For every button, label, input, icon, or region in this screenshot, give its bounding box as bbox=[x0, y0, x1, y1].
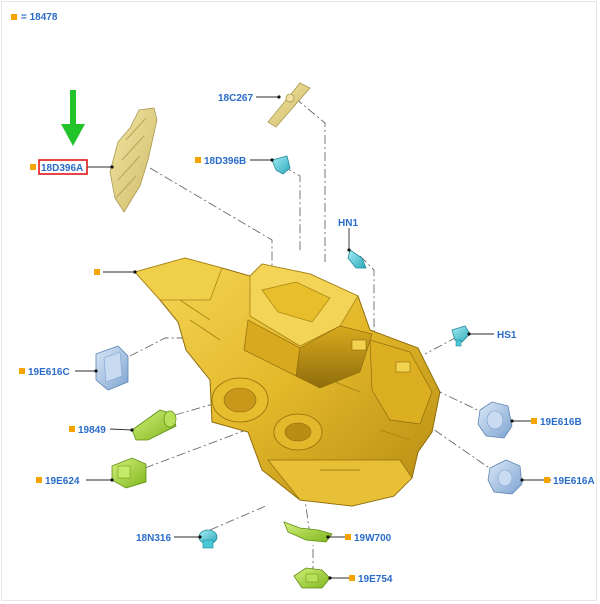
part-hn1-connector[interactable] bbox=[347, 249, 367, 269]
callout-label-19w700: 19W700 bbox=[354, 533, 392, 544]
callout-label-19e616c: 19E616C bbox=[28, 367, 70, 378]
callout-bullet bbox=[19, 368, 25, 374]
callout-bullet bbox=[36, 477, 42, 483]
part-19849-sensor[interactable] bbox=[131, 409, 177, 441]
callout-bullet bbox=[544, 477, 550, 483]
callout-19w700[interactable]: 19W700 bbox=[345, 533, 392, 544]
part-19e616c-actuator[interactable] bbox=[95, 345, 129, 391]
callout-label-18d396b: 18D396B bbox=[204, 156, 246, 167]
callout-bullet bbox=[531, 418, 537, 424]
legend: = 18478 bbox=[11, 12, 58, 23]
part-18n316-drain-plug[interactable] bbox=[198, 529, 218, 549]
callout-label-19e616a: 19E616A bbox=[553, 476, 595, 487]
part-19e624-connector[interactable] bbox=[111, 457, 147, 489]
callout-18d396b[interactable]: 18D396B bbox=[195, 156, 246, 167]
callout-18c267[interactable]: 18C267 bbox=[218, 93, 253, 104]
highlight-box bbox=[38, 159, 88, 175]
callout-bullet bbox=[30, 164, 36, 170]
part-19w700-bracket[interactable] bbox=[283, 521, 333, 543]
legend-bullet bbox=[11, 14, 17, 20]
callout-19e616a[interactable]: 19E616A bbox=[544, 476, 595, 487]
callout-bullet bbox=[69, 426, 75, 432]
callout-label-hs1: HS1 bbox=[497, 330, 517, 341]
legend-text: = 18478 bbox=[21, 12, 58, 23]
callout-label-hn1: HN1 bbox=[338, 218, 358, 229]
part-hs1-screw[interactable] bbox=[451, 325, 471, 347]
callout-label-18n316: 18N316 bbox=[136, 533, 171, 544]
part-18c267-bracket[interactable] bbox=[267, 82, 311, 128]
part-18d396a-filter-panel[interactable] bbox=[109, 107, 158, 213]
callout-hs1[interactable]: HS1 bbox=[497, 330, 517, 341]
part-19e616b-actuator[interactable] bbox=[477, 401, 513, 439]
callout-18d396a[interactable]: 18D396A bbox=[30, 159, 88, 175]
callout-19e754[interactable]: 19E754 bbox=[349, 574, 393, 585]
callout-bullet bbox=[349, 575, 355, 581]
callout-19849[interactable]: 19849 bbox=[69, 425, 106, 436]
callout-19e624[interactable]: 19E624 bbox=[36, 476, 80, 487]
part-19e754-module[interactable] bbox=[293, 567, 331, 589]
callout-label-19e624: 19E624 bbox=[45, 476, 80, 487]
callout-hn1[interactable]: HN1 bbox=[338, 218, 358, 229]
callout-label-19849: 19849 bbox=[78, 425, 106, 436]
callout-bullet bbox=[94, 269, 100, 275]
callout-19e616c[interactable]: 19E616C bbox=[19, 367, 70, 378]
callout-19e616b[interactable]: 19E616B bbox=[531, 417, 582, 428]
callout-label-19e616b: 19E616B bbox=[540, 417, 582, 428]
callout-label-19e754: 19E754 bbox=[358, 574, 393, 585]
callout-bullet bbox=[345, 534, 351, 540]
callout-label-18d396a: 18D396A bbox=[41, 163, 83, 174]
part-19e616a-actuator[interactable] bbox=[487, 459, 523, 495]
part-18d396b-clip[interactable] bbox=[271, 155, 291, 175]
hvac-housing-assembly bbox=[134, 257, 441, 507]
callout-housing[interactable] bbox=[94, 269, 100, 275]
callout-18n316[interactable]: 18N316 bbox=[136, 533, 171, 544]
callout-label-18c267: 18C267 bbox=[218, 93, 253, 104]
leader-lines bbox=[75, 95, 551, 580]
callout-bullet bbox=[195, 157, 201, 163]
green-arrow-icon bbox=[61, 90, 85, 146]
